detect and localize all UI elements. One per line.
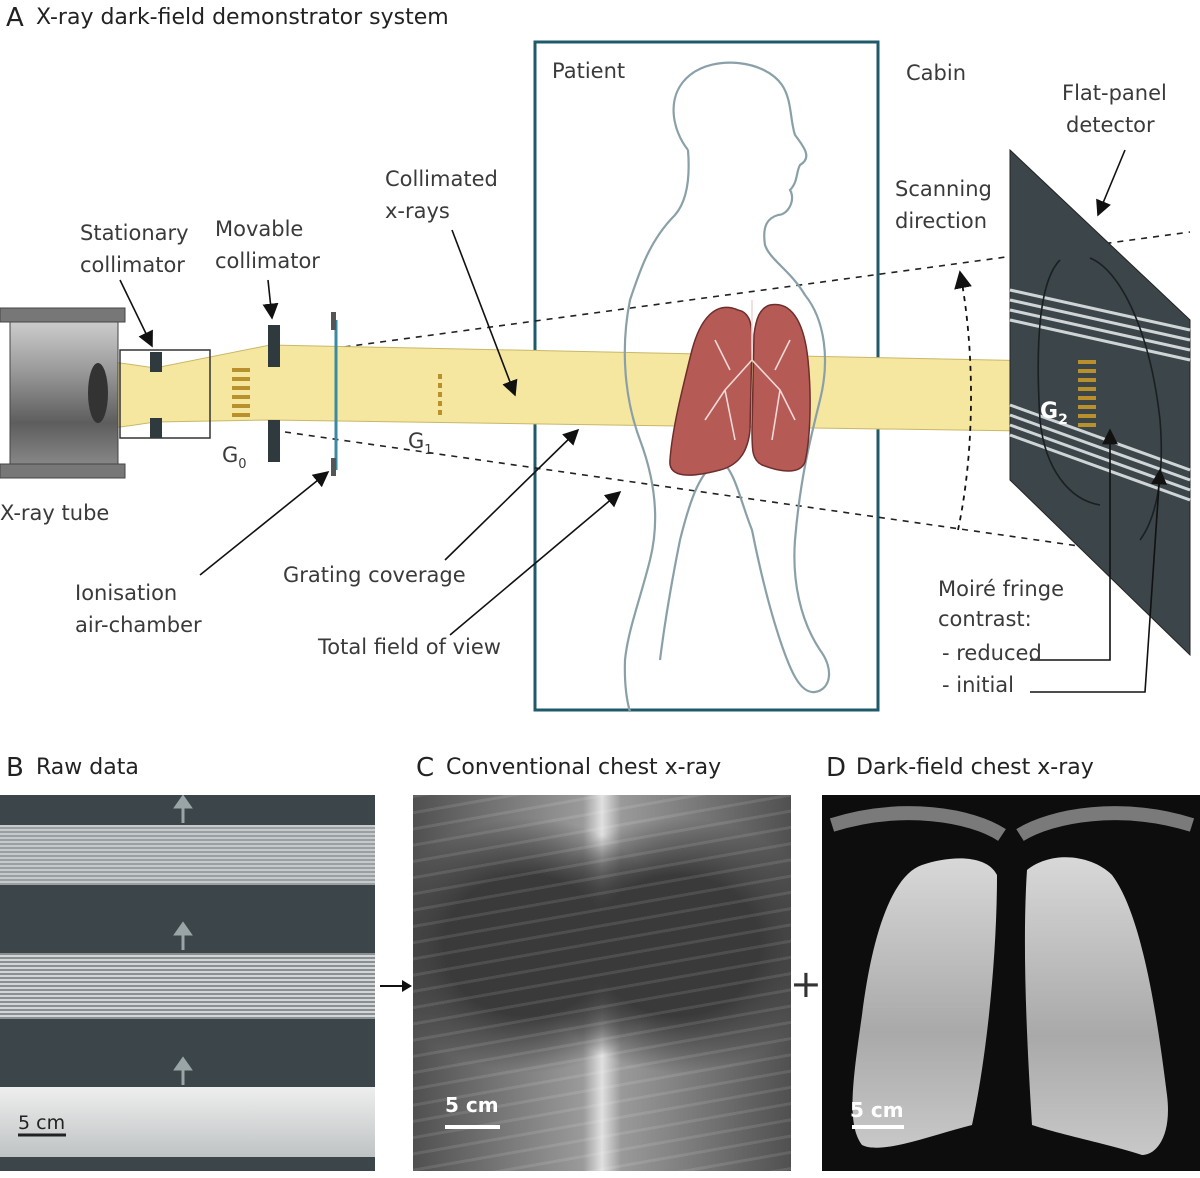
dark-field-right-lung [1024,857,1168,1155]
xray-tube [0,307,126,479]
label-moire-1: Moiré fringe [938,577,1064,601]
raw-data-panel: 5 cm [0,795,375,1171]
panel-c-letter: C [416,753,434,783]
label-moire-initial: - initial [942,673,1014,697]
raw-strip-3 [0,1087,375,1157]
scale-bar-c [445,1125,500,1129]
panel-b-letter: B [6,753,24,783]
panel-c-title: Conventional chest x-ray [446,755,721,780]
rib-pattern [413,795,791,1171]
movable-collimator-top [268,325,280,367]
label-g1: G1 [408,429,433,458]
label-total-fov: Total field of view [317,635,501,659]
dark-field-clavicles [829,806,1195,842]
label-moire-reduced: - reduced [942,641,1042,665]
label-collimated-1: Collimated [385,167,498,191]
label-ionisation-1: Ionisation [75,581,177,605]
panel-a-title: X-ray dark-field demonstrator system [36,5,449,30]
label-flat-panel-1: Flat-panel [1062,81,1167,105]
panel-d-header: D Dark-field chest x-ray [826,753,1094,783]
stationary-collimator-bottom [150,418,162,438]
raw-strip-1 [0,825,375,885]
flat-panel-detector [1009,148,1191,657]
stationary-collimator-top [150,352,162,372]
label-g0: G0 [222,443,247,472]
panel-d-title: Dark-field chest x-ray [856,755,1094,780]
label-xray-tube: X-ray tube [0,501,109,525]
leader-arrows [119,149,1168,693]
arrow-b-to-c [380,980,412,992]
dark-field-left-lung [852,858,997,1148]
patient-outline [623,61,831,713]
panel-d-letter: D [826,753,846,783]
scanning-direction-arc [954,270,972,531]
scale-label-d: 5 cm [850,1098,904,1122]
label-cabin: Cabin [906,61,966,85]
label-grating-coverage: Grating coverage [283,563,466,587]
label-patient: Patient [552,59,625,83]
scale-label-b: 5 cm [18,1112,65,1134]
detector-lung-outline [1037,257,1163,541]
label-stationary-1: Stationary [80,221,189,245]
grating-g2 [1078,360,1096,427]
grating-g0 [232,368,250,417]
conventional-xray-image: 5 cm [413,795,791,1171]
panel-a-diagram: A X-ray dark-field demonstrator system [0,3,1191,713]
label-movable-2: collimator [215,249,320,273]
lung-bronchi [704,300,796,441]
plus-sign: + [790,962,822,1006]
label-stationary-2: collimator [80,253,185,277]
lungs [669,303,811,476]
grating-g1 [438,374,442,415]
stationary-collimator-box [119,349,211,439]
movable-collimator-bottom [268,420,280,462]
fov-bottom-line [284,431,1191,563]
panel-b-header: B Raw data [6,753,139,783]
label-movable-1: Movable [215,217,303,241]
panel-c-header: C Conventional chest x-ray [416,753,721,783]
label-moire-2: contrast: [938,607,1032,631]
panel-a-letter: A [6,3,24,33]
scan-arrows [173,795,193,1085]
raw-strip-2 [0,953,375,1019]
scale-label-c: 5 cm [445,1093,499,1117]
label-ionisation-2: air-chamber [75,613,202,637]
label-flat-panel-2: detector [1066,113,1155,137]
darkfield-xray-image: 5 cm [822,795,1200,1171]
label-scanning-2: direction [895,209,987,233]
label-scanning-1: Scanning [895,177,992,201]
label-collimated-2: x-rays [385,199,450,223]
panel-b-title: Raw data [36,755,139,780]
label-g2: G2 [1040,399,1068,428]
